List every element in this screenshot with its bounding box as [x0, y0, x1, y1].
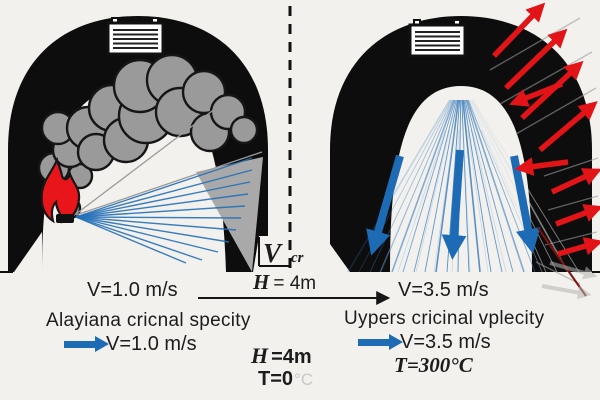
temperature-unit-faded: °C	[294, 370, 314, 389]
right-caption: Uypers cricinal vplecity	[344, 308, 545, 329]
right-tunnel-arch	[330, 16, 592, 272]
ventilation-fan-icon	[106, 17, 165, 56]
height-arrow-label: H = 4m	[253, 270, 317, 294]
center-temperature-label: T=0 °C	[258, 369, 313, 389]
height-value: =4m	[271, 346, 312, 368]
blue-arrow-icon	[64, 335, 109, 352]
vcr-subscript: cr	[291, 250, 304, 266]
gray-sight-lines	[75, 98, 263, 216]
left-caption: Alayiana cricnal specity	[46, 310, 251, 331]
ventilation-fan-icon	[408, 19, 467, 58]
left-velocity-top-label: V=1.0 m/s	[87, 279, 178, 301]
critical-velocity-label: V cr	[263, 240, 304, 267]
right-velocity-value: V=3.5 m/s	[400, 331, 491, 353]
right-velocity-top-label: V=3.5 m/s	[398, 279, 489, 301]
left-leg-notch	[253, 236, 268, 272]
dark-red-streak	[537, 227, 587, 297]
heat-exhaust-arrows-icon	[492, 2, 600, 257]
right-portal-cut	[330, 244, 350, 272]
height-symbol: H	[253, 270, 270, 294]
blue-arrow-icon	[358, 333, 403, 350]
fire-flame-icon	[40, 156, 81, 224]
jet-airflow-lines	[75, 157, 253, 264]
right-velocity-row: V=3.5 m/s	[358, 332, 491, 352]
temperature-value: T=0	[258, 368, 294, 390]
faint-gray-arrows	[541, 261, 598, 300]
vcr-symbol: V	[263, 238, 282, 268]
left-velocity-value: V=1.0 m/s	[106, 333, 197, 355]
floor-contour-lines	[0, 237, 600, 273]
height-value: = 4m	[273, 273, 317, 294]
height-symbol: H	[251, 343, 269, 368]
right-temperature-label: T=300°C	[394, 353, 473, 377]
left-velocity-row: V=1.0 m/s	[64, 334, 197, 354]
left-portal-cut	[14, 232, 42, 272]
center-height-label: H =4m	[251, 343, 312, 368]
road-wedge	[196, 157, 263, 272]
